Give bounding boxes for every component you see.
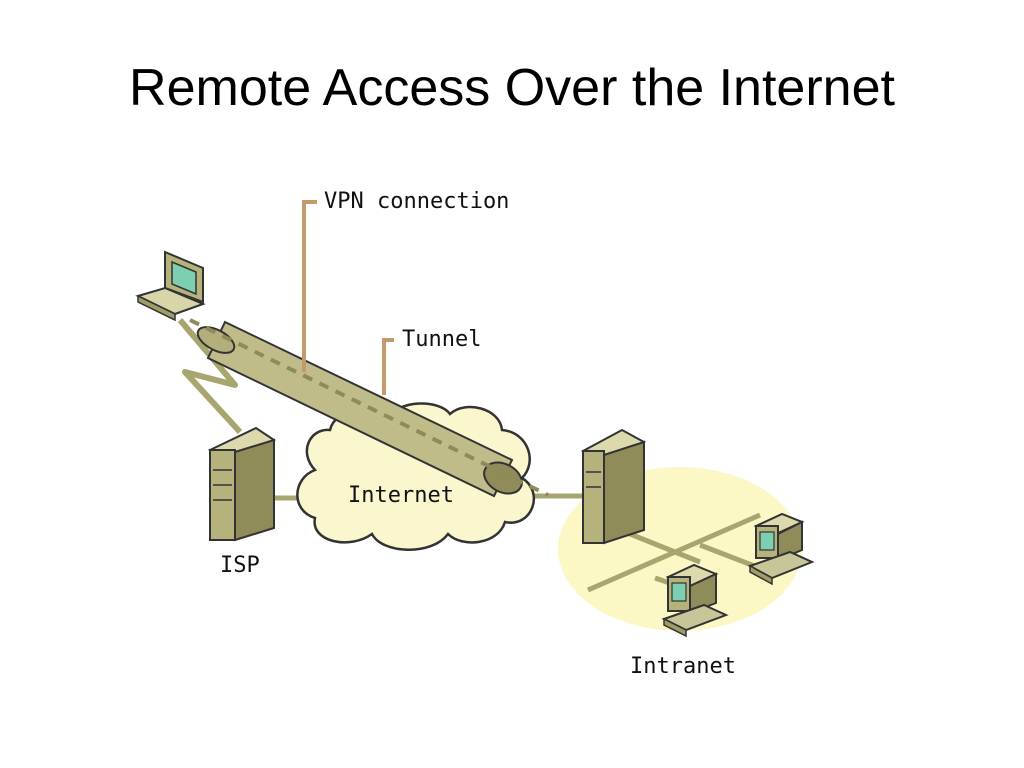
vpn-connection-label: VPN connection [324, 189, 509, 214]
isp-server-icon [207, 426, 277, 542]
isp-label: ISP [220, 553, 260, 578]
tunnel-label: Tunnel [402, 327, 481, 352]
intranet-label: Intranet [630, 654, 736, 679]
internet-label: Internet [348, 483, 454, 508]
desktop-computer-icon [747, 512, 815, 586]
internet-cloud-icon [296, 402, 535, 551]
dialup-link [177, 318, 243, 435]
vpn-tunnel [189, 318, 549, 498]
callout-lines [302, 200, 394, 395]
slide-title: Remote Access Over the Internet [129, 59, 895, 117]
intranet-server-icon [580, 428, 647, 545]
desktop-computer-icon [661, 563, 729, 638]
laptop-icon [135, 250, 206, 322]
vpn-dashed-path [189, 318, 549, 497]
